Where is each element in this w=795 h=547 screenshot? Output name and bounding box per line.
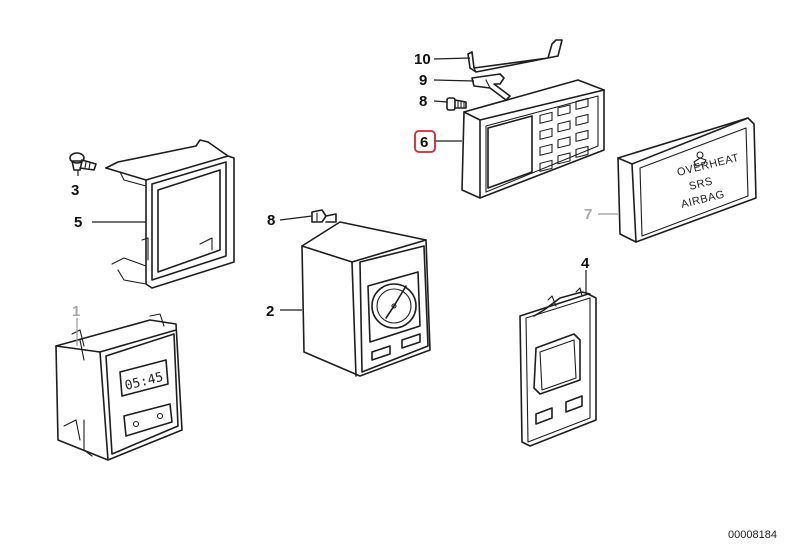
warning-cells xyxy=(539,97,589,172)
callout-7[interactable]: 7 xyxy=(584,206,592,223)
part-2-analog-clock[interactable] xyxy=(301,221,431,377)
callout-6-highlight xyxy=(414,130,436,153)
callout-4[interactable]: 4 xyxy=(581,255,590,272)
part-10-bracket[interactable] xyxy=(467,39,563,73)
warning-text-airbag: AIRBAG xyxy=(680,188,726,210)
callout-3[interactable]: 3 xyxy=(71,182,79,199)
callouts: 10 9 8 6 3 5 8 7 4 2 1 xyxy=(71,51,592,320)
srs-icon xyxy=(693,151,707,167)
part-9-clip[interactable] xyxy=(471,73,511,101)
callout-10[interactable]: 10 xyxy=(414,51,431,68)
leader-lines xyxy=(76,57,618,346)
callout-5[interactable]: 5 xyxy=(74,214,82,231)
part-8-screw-top[interactable] xyxy=(446,97,467,111)
warning-text-overheat: OVERHEAT xyxy=(676,152,741,179)
part-3-screw[interactable] xyxy=(69,152,97,171)
part-1-digital-clock[interactable]: 05:45 xyxy=(55,313,183,461)
warning-text-srs: SRS xyxy=(688,175,714,192)
callout-9[interactable]: 9 xyxy=(419,72,427,89)
callout-6[interactable]: 6 xyxy=(420,134,428,151)
callout-2[interactable]: 2 xyxy=(266,303,274,320)
part-4-airbag-bezel[interactable] xyxy=(519,287,597,447)
part-7-warning-lens[interactable]: OVERHEAT SRS AIRBAG xyxy=(617,117,757,243)
callout-8-top[interactable]: 8 xyxy=(419,93,427,110)
part-5-frame[interactable] xyxy=(105,139,235,289)
callout-8-middle[interactable]: 8 xyxy=(267,212,275,229)
part-8-screw-middle[interactable] xyxy=(311,209,337,223)
clock-face xyxy=(367,271,421,343)
callout-1[interactable]: 1 xyxy=(72,303,80,320)
reference-number: 00008184 xyxy=(728,529,777,541)
part-6-warning-housing[interactable] xyxy=(461,79,605,199)
